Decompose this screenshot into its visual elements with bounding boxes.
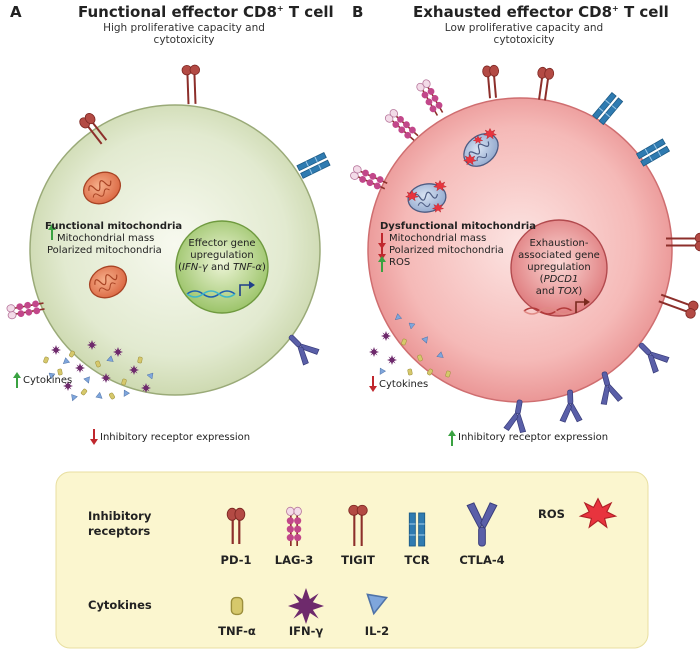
panel-b-subtitle: Low proliferative capacity and cytotoxic…	[444, 22, 604, 46]
legend-tnfa-icon	[230, 596, 244, 616]
panel-a-letter: A	[10, 3, 22, 21]
dysfunctional-mito-heading: Dysfunctional mitochondria	[380, 221, 536, 232]
panel-b-letter: B	[352, 3, 364, 21]
functional-mito-mass: Mitochondrial mass	[57, 233, 155, 244]
legend-pd1-label: PD-1	[220, 553, 252, 567]
lag3-receptor-b3	[414, 77, 447, 119]
dysfunctional-mito-mass: Mitochondrial mass	[389, 233, 487, 244]
legend-ctla4-label: CTLA-4	[459, 553, 505, 567]
cytokines-label-a: Cytokines	[23, 375, 73, 386]
tcr-receptor-b2	[636, 138, 670, 167]
legend-ifng-label: IFN-γ	[288, 624, 324, 638]
pd1-receptor-b1	[481, 63, 502, 100]
lag3-receptor-b2	[348, 163, 390, 194]
lag3-receptor-b1	[382, 107, 422, 145]
legend-receptors-heading: Inhibitory receptors	[88, 509, 152, 538]
cytokines-label-b: Cytokines	[379, 379, 429, 390]
inhibitory-up-arrow-icon	[447, 429, 457, 447]
nucleus-exhausted	[510, 219, 608, 317]
panel-a-subtitle: High proliferative capacity and cytotoxi…	[103, 22, 265, 46]
inhibitory-label-a: Inhibitory receptor expression	[100, 432, 251, 443]
legend-ros-label: ROS	[538, 507, 565, 521]
panel-b-title: Exhausted effector CD8+ T cell	[413, 3, 669, 21]
exhausted-nucleus-label: Exhaustion- associated gene upregulation…	[518, 238, 600, 297]
functional-mito-heading: Functional mitochondria	[45, 221, 183, 232]
panel-a-title: Functional effector CD8+ T cell	[78, 3, 334, 21]
inhibitory-label-b: Inhibitory receptor expression	[458, 432, 609, 443]
legend-box	[55, 471, 649, 649]
legend-tcr-label: TCR	[404, 553, 430, 567]
legend-tnfa-label: TNF-α	[218, 624, 256, 638]
nucleus-functional	[175, 220, 269, 314]
dysfunctional-mito-polarized: Polarized mitochondria	[389, 245, 504, 256]
legend-tigit-label: TIGIT	[341, 553, 375, 567]
legend-il2-label: IL-2	[364, 624, 390, 638]
functional-mito-polarized: Polarized mitochondria	[47, 245, 162, 256]
pd1-receptor-b2	[533, 65, 556, 103]
cytokines-down-arrow-icon	[368, 375, 378, 393]
dysfunctional-ros: ROS	[389, 257, 411, 268]
functional-nucleus-label: Effector gene upregulation (IFN-γ and TN…	[178, 238, 266, 273]
legend-cytokines-heading: Cytokines	[88, 598, 152, 612]
tigit-receptor-a1	[180, 63, 202, 106]
tcr-receptor-a1	[296, 152, 331, 179]
ctla4-receptor-b4	[503, 397, 532, 434]
legend-lag3-label: LAG-3	[274, 553, 314, 567]
cytokines-up-arrow-icon	[12, 371, 22, 389]
inhibitory-down-arrow-icon	[89, 428, 99, 446]
